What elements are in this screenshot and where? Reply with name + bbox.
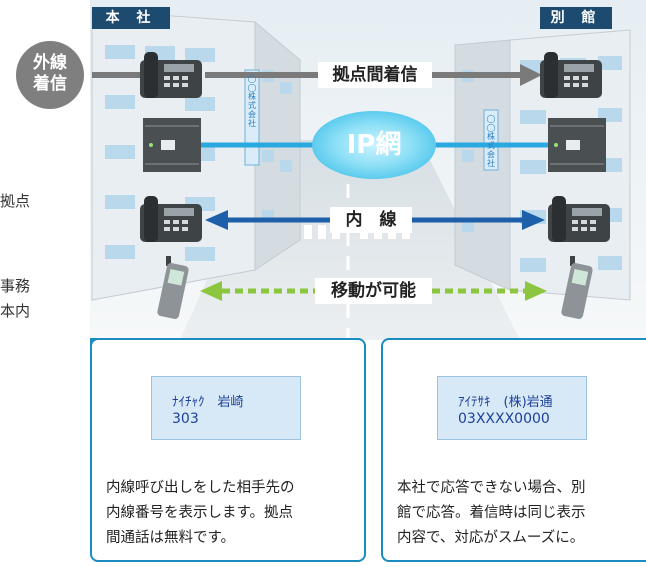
mobile-phone-icon (561, 256, 593, 319)
desc-line: 本社で応答できない場合、別 (397, 480, 586, 496)
left-text-2: 事務 (0, 277, 31, 295)
desc-line: 内線番号を表示します。拠点 (106, 505, 294, 521)
panel-intersite-incoming-title: 拠点間着信応答 (485, 342, 591, 360)
annex-tag: 別 館 (540, 7, 612, 29)
display-extension-number: 303 (172, 411, 199, 427)
mobility-label: 移動が可能 (315, 278, 432, 304)
external-call-line2: 着信 (33, 74, 67, 94)
display-caller-name: ｱｲﾃｻｷ (株)岩通 (458, 395, 553, 410)
ip-phone-unit-icon (143, 118, 201, 172)
external-call-bubble (16, 41, 84, 109)
panel-intersite-extension-title: 拠点間内線通話 (132, 342, 238, 360)
display-caller-number: 03XXXX0000 (458, 411, 550, 427)
desk-phone-icon (140, 52, 202, 98)
desk-phone-icon (140, 196, 202, 242)
extension-label: 内 線 (330, 207, 412, 233)
ip-network-label: IP網 (346, 130, 402, 160)
panel-intersite-incoming (381, 338, 646, 562)
panel-intersite-extension-desc: 内線呼び出しをした相手先の 内線番号を表示します。拠点 間通話は無料です。 (106, 476, 356, 551)
desk-phone-icon (548, 196, 610, 242)
ip-cloud (312, 111, 436, 179)
panel-intersite-extension (90, 338, 366, 562)
incoming-arrow (92, 64, 542, 86)
left-text-1: 拠点 (0, 192, 31, 210)
phone-display-screen: ｱｲﾃｻｷ (株)岩通 03XXXX0000 (437, 376, 587, 440)
desc-line: 内線呼び出しをした相手先の (106, 480, 295, 496)
mobile-phone-icon (157, 256, 189, 319)
desc-line: 館で応答。着信時は同じ表示 (397, 505, 586, 521)
mobility-arrow (200, 281, 547, 301)
phone-display-screen: ﾅｲﾁｬｸ 岩崎 303 (151, 376, 301, 440)
annex-company-sign: ◯◯株式会社 (486, 114, 496, 168)
panel-intersite-incoming-desc: 本社で応答できない場合、別 館で応答。着信時は同じ表示 内容で、対応がスムーズに… (397, 476, 642, 551)
external-call-label: 外線 着信 (16, 53, 84, 95)
external-call-line1: 外線 (33, 53, 67, 73)
extension-arrow (205, 210, 545, 230)
main-company-sign: ◯◯株式会社 (247, 74, 257, 128)
left-text-3: 本内 (0, 302, 31, 320)
desc-line: 間通話は無料です。 (106, 530, 236, 546)
display-caller-name: ﾅｲﾁｬｸ 岩崎 (172, 395, 244, 410)
desk-phone-icon (540, 52, 602, 98)
desc-line: 内容で、対応がスムーズに。 (397, 530, 585, 546)
main-office-tag: 本 社 (92, 7, 170, 29)
ip-phone-unit-icon (548, 118, 606, 172)
incoming-label: 拠点間着信 (318, 62, 432, 88)
